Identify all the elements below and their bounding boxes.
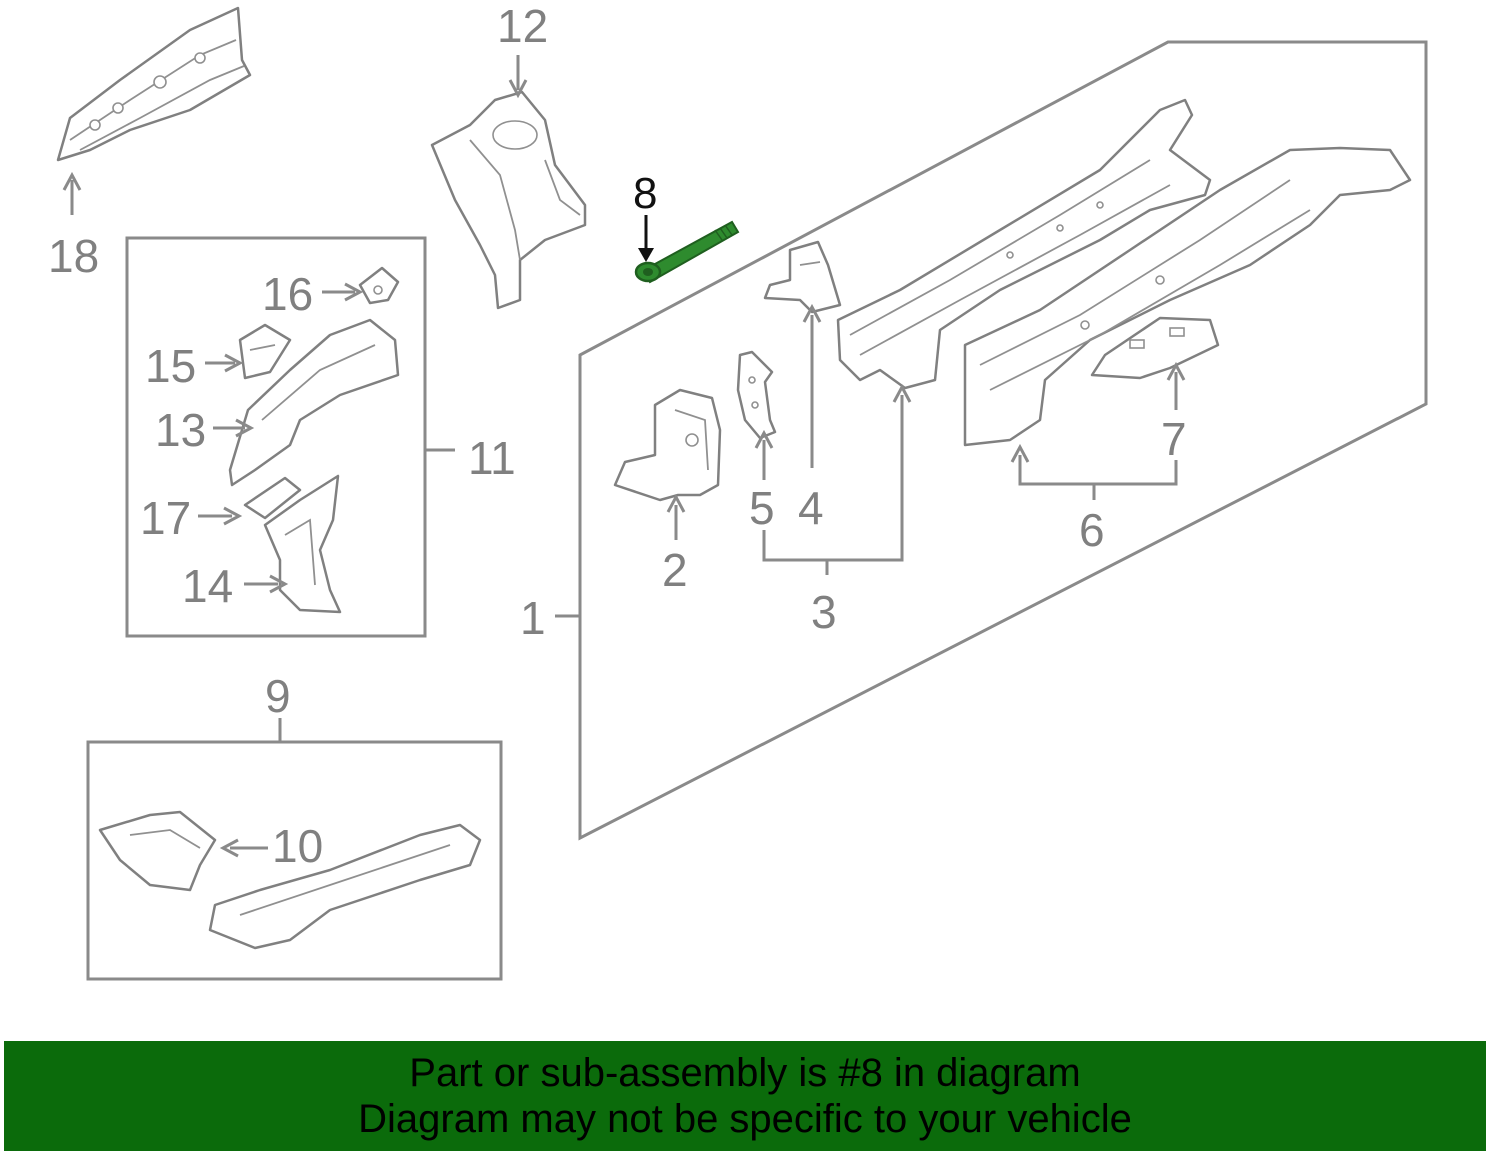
part-17-bracket[interactable] (243, 476, 302, 520)
banner-line-part: Part or sub-assembly is #8 in diagram (409, 1051, 1081, 1095)
part-4-bracket[interactable] (763, 240, 842, 314)
callout-1: 1 (520, 592, 546, 644)
part-16-bracket[interactable] (358, 266, 400, 305)
callout-3: 3 (811, 586, 837, 638)
callout-12: 12 (497, 0, 548, 52)
callout-10: 10 (272, 820, 323, 872)
callout-16: 16 (262, 268, 313, 320)
callout-4: 4 (798, 482, 824, 534)
part-7-plate[interactable] (1090, 316, 1220, 380)
callout-9: 9 (265, 670, 291, 722)
callout-6: 6 (1079, 504, 1105, 556)
callout-15: 15 (145, 340, 196, 392)
callout-13: 13 (155, 404, 206, 456)
part-5-bracket[interactable] (736, 350, 777, 440)
callout-5: 5 (749, 482, 775, 534)
part-3-frame-rail[interactable] (836, 98, 1212, 390)
part-13-rail-extension[interactable] (228, 318, 400, 487)
part-2-bracket[interactable] (613, 388, 722, 502)
group-outline-9 (86, 740, 503, 981)
callout-7: 7 (1161, 413, 1187, 465)
callout-11: 11 (468, 432, 516, 484)
banner-line-disclaimer: Diagram may not be specific to your vehi… (358, 1097, 1132, 1141)
callout-17: 17 (140, 492, 191, 544)
callout-18: 18 (48, 230, 99, 282)
part-18-pillar[interactable] (56, 6, 252, 162)
group-outline-11 (125, 236, 427, 638)
part-9-rail[interactable] (208, 823, 482, 950)
part-12-strut-tower[interactable] (430, 90, 587, 310)
part-6-lower-rail[interactable] (963, 146, 1412, 447)
group-outline-1 (578, 40, 1428, 841)
callout-8: 8 (633, 169, 657, 218)
callout-14: 14 (182, 560, 233, 612)
leader-lines (62, 55, 1186, 858)
parts-diagram: 18 12 8 16 15 13 11 17 14 9 10 1 2 5 4 3… (48, 0, 1428, 981)
part-15-bracket[interactable] (238, 323, 292, 380)
callout-2: 2 (662, 544, 688, 596)
info-banner: Part or sub-assembly is #8 in diagram Di… (4, 1041, 1486, 1151)
part-8-bolt[interactable] (634, 220, 740, 284)
part-10-bracket[interactable] (98, 810, 217, 892)
